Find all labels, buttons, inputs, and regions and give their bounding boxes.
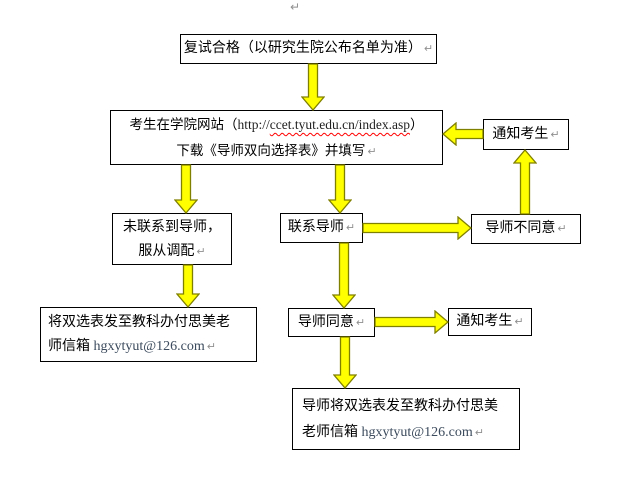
node-supervisor-send-form: 导师将双选表发至教科办付思美 老师信箱 hgxytyut@126.com↵ [292,388,520,450]
office-email: hgxytyut@126.com [361,425,473,440]
node-supervisor-agree: 导师同意↵ [288,308,375,337]
node-download-form: 考生在学院网站（http://ccet.tyut.edu.cn/index.as… [110,110,443,165]
paragraph-mark: ↵ [290,0,301,14]
arrow-disagree-to-notify [513,149,537,215]
arrow-download-to-contact [328,164,352,214]
node-supervisor-disagree: 导师不同意↵ [471,214,581,244]
supervisor-send-line2: 老师信箱 hgxytyut@126.com↵ [302,420,510,446]
no-supervisor-line2-wrap: 服从调配↵ [113,240,231,264]
student-send-line1: 将双选表发至教科办付思美老 [48,315,230,330]
paragraph-mark: ↵ [196,245,206,258]
node-no-supervisor: 未联系到导师， 服从调配↵ [112,213,232,265]
node-student-send-form: 将双选表发至教科办付思美老 师信箱 hgxytyut@126.com↵ [40,307,257,362]
office-email: hgxytyut@126.com [93,339,205,354]
paragraph-mark: ↵ [514,315,524,328]
contact-supervisor-label: 联系导师 [287,220,344,235]
arrow-download-to-no-supervisor [174,164,198,214]
node-notify-candidate-top: 通知考生↵ [483,119,569,150]
supervisor-disagree-label: 导师不同意 [485,221,556,236]
supervisor-send-label: 老师信箱 [302,425,362,440]
website-url-scheme: http:// [237,117,270,132]
supervisor-agree-label: 导师同意 [297,315,354,330]
download-text-prefix: 考生在学院网站（ [129,117,238,132]
website-url: ccet.tyut.edu.cn/index.asp [269,117,410,132]
paragraph-mark: ↵ [367,145,377,158]
node-contact-supervisor: 联系导师↵ [280,213,363,243]
paragraph-mark: ↵ [345,221,356,234]
notify-candidate-top-label: 通知考生 [492,127,549,142]
arrow-agree-to-supervisor-send [333,336,357,389]
arrow-agree-to-notify [374,310,449,334]
node-download-line1: 考生在学院网站（http://ccet.tyut.edu.cn/index.as… [111,112,442,138]
arrow-contact-to-agree [332,242,356,309]
download-text-line2: 下载《导师双向选择表》并填写 [176,143,366,158]
node-download-line2: 下载《导师双向选择表》并填写↵ [111,138,442,165]
arrow-no-supervisor-to-send [176,264,200,308]
paragraph-mark: ↵ [474,426,484,439]
paragraph-mark: ↵ [355,316,366,329]
node-notify-candidate-bottom: 通知考生↵ [448,308,532,336]
paragraph-mark: ↵ [550,128,560,141]
download-text-suffix: ） [409,117,424,132]
student-send-line2: 师信箱 hgxytyut@126.com↵ [48,335,249,359]
node-retest-pass: 复试合格（以研究生院公布名单为准）↵ [180,34,437,64]
notify-candidate-bottom-label: 通知考生 [456,314,513,329]
no-supervisor-line2: 服从调配 [138,244,195,259]
arrow-contact-to-disagree [362,216,472,240]
arrow-notify-to-download [442,122,484,146]
paragraph-mark: ↵ [206,340,216,353]
no-supervisor-line1: 未联系到导师， [123,220,221,235]
supervisor-send-line1: 导师将双选表发至教科办付思美 [302,399,498,414]
paragraph-mark: ↵ [423,42,434,55]
arrow-start-to-download [301,63,325,111]
node-retest-pass-label: 复试合格（以研究生院公布名单为准） [183,41,422,56]
student-send-label: 师信箱 [48,339,94,354]
paragraph-mark: ↵ [557,222,567,235]
